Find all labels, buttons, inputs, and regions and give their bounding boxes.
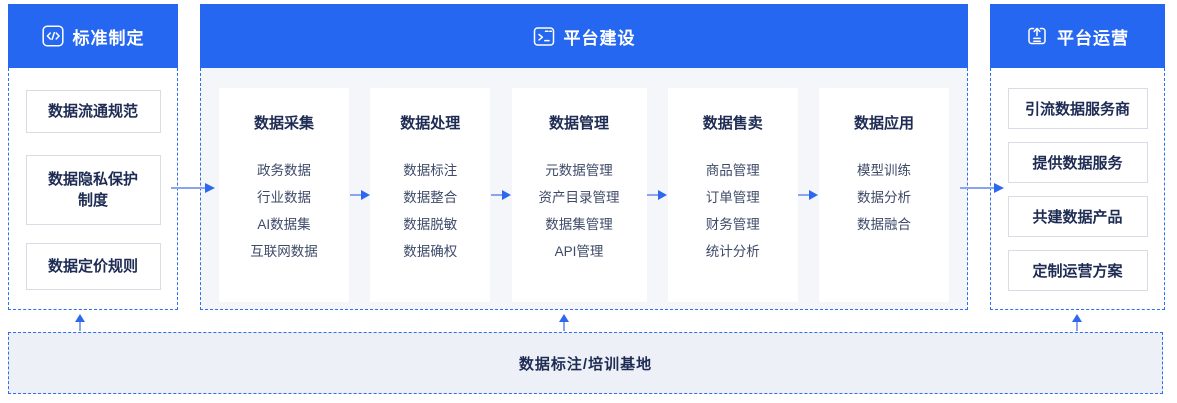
section-platform-operation-body: 引流数据服务商 提供数据服务 共建数据产品 定制运营方案 xyxy=(990,68,1165,310)
section-title: 平台建设 xyxy=(563,28,636,48)
card-item: 行业数据 xyxy=(257,190,311,205)
card-item: API管理 xyxy=(554,244,604,259)
arrow-base-to-construction-icon xyxy=(558,314,570,331)
card-title: 数据管理 xyxy=(548,115,609,132)
section-platform-operation-header: 平台运营 xyxy=(990,4,1165,68)
standards-item: 数据定价规则 xyxy=(25,243,161,290)
section-platform-operation: 平台运营 引流数据服务商 提供数据服务 共建数据产品 定制运营方案 xyxy=(990,4,1165,310)
flow-arrow-icon xyxy=(798,88,819,302)
section-standards-body: 数据流通规范 数据隐私保护 制度 数据定价规则 xyxy=(8,68,178,310)
arrow-base-to-operation-icon xyxy=(1071,314,1083,331)
card-item: 数据确权 xyxy=(403,244,458,259)
card-item: 数据整合 xyxy=(403,190,458,205)
card-title: 数据处理 xyxy=(400,115,461,132)
arrow-standards-to-construction-icon xyxy=(171,182,215,194)
card-item: 商品管理 xyxy=(705,163,760,178)
terminal-icon xyxy=(533,25,555,47)
card-item: 资产目录管理 xyxy=(538,190,620,205)
training-base-panel: 数据标注/培训基地 xyxy=(8,332,1163,394)
card-item: 元数据管理 xyxy=(545,163,613,178)
card-item: 数据融合 xyxy=(857,217,911,232)
operation-item: 提供数据服务 xyxy=(1007,142,1148,183)
card-data-application: 数据应用 模型训练 数据分析 数据融合 xyxy=(819,88,949,302)
card-data-management: 数据管理 元数据管理 资产目录管理 数据集管理 API管理 xyxy=(511,88,647,302)
section-title: 标准制定 xyxy=(72,28,145,48)
flow-arrow-icon xyxy=(349,88,370,302)
section-platform-construction-body: 数据采集 政务数据 行业数据 AI数据集 互联网数据 数据处理 数据标注 数据整… xyxy=(200,68,968,310)
section-platform-construction: 平台建设 数据采集 政务数据 行业数据 AI数据集 互联网数据 数据处理 数据标… xyxy=(200,4,968,310)
section-standards: 标准制定 数据流通规范 数据隐私保护 制度 数据定价规则 xyxy=(8,4,178,310)
card-title: 数据应用 xyxy=(853,115,914,132)
card-data-processing: 数据处理 数据标注 数据整合 数据脱敏 数据确权 xyxy=(370,88,491,302)
arrow-base-to-standards-icon xyxy=(74,314,86,331)
card-data-selling: 数据售卖 商品管理 订单管理 财务管理 统计分析 xyxy=(667,88,798,302)
standards-item: 数据隐私保护 制度 xyxy=(25,155,161,225)
card-item: 数据分析 xyxy=(857,190,911,205)
section-standards-header: 标准制定 xyxy=(8,4,178,68)
card-item: 统计分析 xyxy=(705,244,760,259)
flow-arrow-icon xyxy=(647,88,668,302)
card-title: 数据采集 xyxy=(253,115,314,132)
operation-item: 引流数据服务商 xyxy=(1007,88,1148,129)
code-icon xyxy=(41,25,64,47)
card-item: AI数据集 xyxy=(257,217,311,232)
card-title: 数据售卖 xyxy=(702,115,763,132)
section-title: 平台运营 xyxy=(1057,28,1129,48)
card-data-collection: 数据采集 政务数据 行业数据 AI数据集 互联网数据 xyxy=(219,88,349,302)
arrow-construction-to-operation-icon xyxy=(960,182,1004,194)
card-item: 数据脱敏 xyxy=(403,217,458,232)
card-item: 财务管理 xyxy=(705,217,760,232)
operation-item: 共建数据产品 xyxy=(1007,196,1148,237)
card-item: 数据标注 xyxy=(403,163,458,178)
flow-arrow-icon xyxy=(490,88,511,302)
card-item: 互联网数据 xyxy=(250,244,318,259)
section-platform-construction-header: 平台建设 xyxy=(200,4,968,68)
card-item: 政务数据 xyxy=(257,163,311,178)
operation-item: 定制运营方案 xyxy=(1007,250,1148,291)
card-item: 模型训练 xyxy=(857,163,911,178)
card-item: 数据集管理 xyxy=(545,217,613,232)
training-base-title: 数据标注/培训基地 xyxy=(518,355,653,373)
standards-item: 数据流通规范 xyxy=(25,90,161,133)
upload-icon xyxy=(1026,25,1048,47)
card-item: 订单管理 xyxy=(705,190,760,205)
